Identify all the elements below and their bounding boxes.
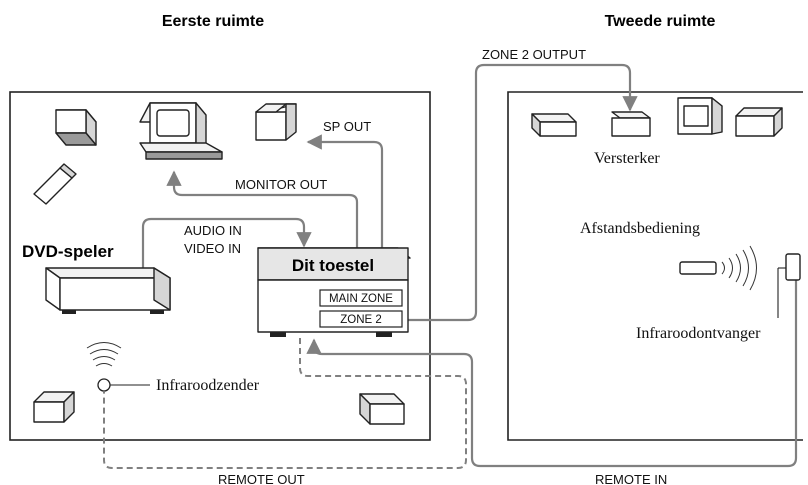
remote-in-label: REMOTE IN	[595, 472, 667, 485]
dvd-player-label: DVD-speler	[22, 242, 114, 261]
speaker-rear-right	[359, 393, 405, 425]
sp-out-cable	[306, 134, 384, 248]
first-room	[9, 91, 431, 441]
second-room	[507, 91, 803, 441]
main-zone-box: MAIN ZONE	[319, 289, 403, 307]
zone2-label: ZONE 2	[340, 314, 382, 326]
ir-emitter	[86, 342, 150, 392]
zone2-output-label: ZONE 2 OUTPUT	[482, 47, 586, 62]
zone2-output-cable	[407, 63, 638, 322]
ir-receiver-label: Infraroodontvanger	[636, 325, 761, 342]
remote-control-label: Afstandsbediening	[580, 220, 700, 237]
zone2-box: ZONE 2	[319, 310, 403, 328]
remote-in-cable	[306, 268, 798, 468]
speaker-room2-left	[531, 113, 577, 137]
monitor-out-label: MONITOR OUT	[235, 177, 327, 192]
av-in-cable	[141, 217, 312, 268]
amplifier-label: Versterker	[594, 150, 660, 167]
first-room-title: Eerste ruimte	[162, 13, 264, 30]
tv-monitor	[139, 102, 223, 160]
main-unit-label: Dit toestel	[292, 256, 374, 275]
speaker-room2-right	[735, 107, 783, 137]
ir-emitter-label: Infraroodzender	[156, 377, 260, 394]
tv-room2	[677, 97, 723, 135]
second-room-title: Tweede ruimte	[605, 13, 716, 30]
video-in-label: VIDEO IN	[184, 241, 241, 256]
dvd-player	[45, 267, 171, 314]
speaker-rear-left	[33, 391, 75, 423]
monitor-out-cable	[166, 170, 359, 248]
main-zone-label: MAIN ZONE	[329, 293, 393, 305]
speaker-side	[33, 163, 77, 205]
remote-out-label: REMOTE OUT	[218, 472, 305, 485]
speaker-front-right	[255, 103, 297, 141]
speaker-front-left	[55, 109, 97, 146]
remote-out-cable	[103, 338, 467, 469]
audio-in-label: AUDIO IN	[184, 223, 242, 238]
ir-receiver	[777, 253, 801, 318]
sp-out-label: SP OUT	[323, 119, 371, 134]
amplifier	[611, 111, 651, 137]
remote-control	[679, 245, 757, 291]
